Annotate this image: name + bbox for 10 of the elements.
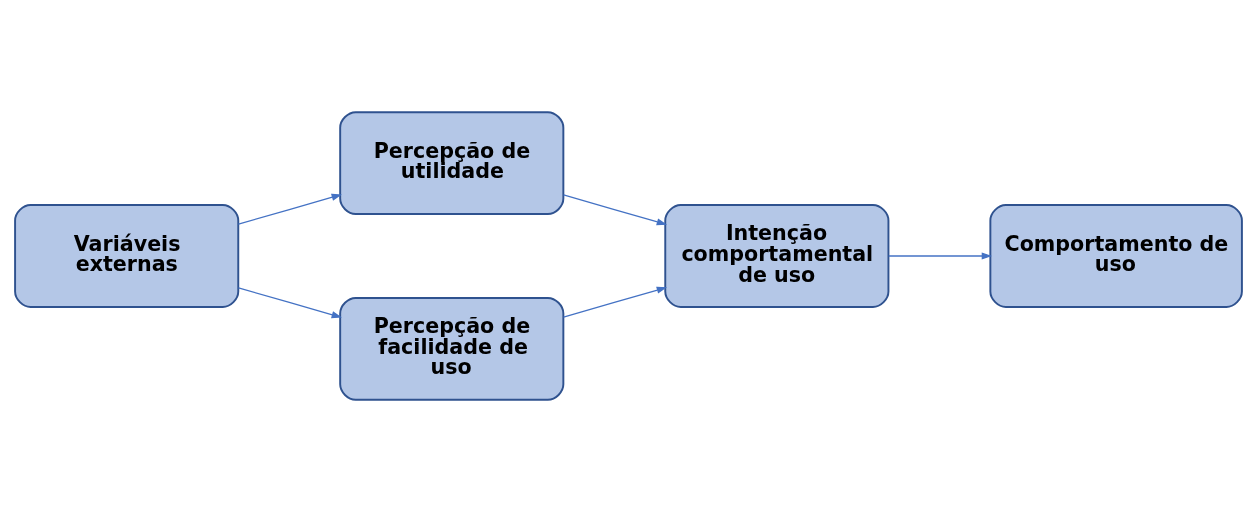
node-box: Comportamento de uso [989,204,1243,308]
node-box: Percepção de facilidade de uso [339,296,565,401]
node-box: Variáveis externas [14,204,240,308]
arrow [237,193,342,225]
node-box: Percepção de utilidade [339,111,565,216]
arrow [562,286,668,318]
arrow [888,252,993,260]
arrow [562,194,668,226]
arrow [237,287,342,319]
node-box: Intenção comportamental de uso [664,204,890,308]
